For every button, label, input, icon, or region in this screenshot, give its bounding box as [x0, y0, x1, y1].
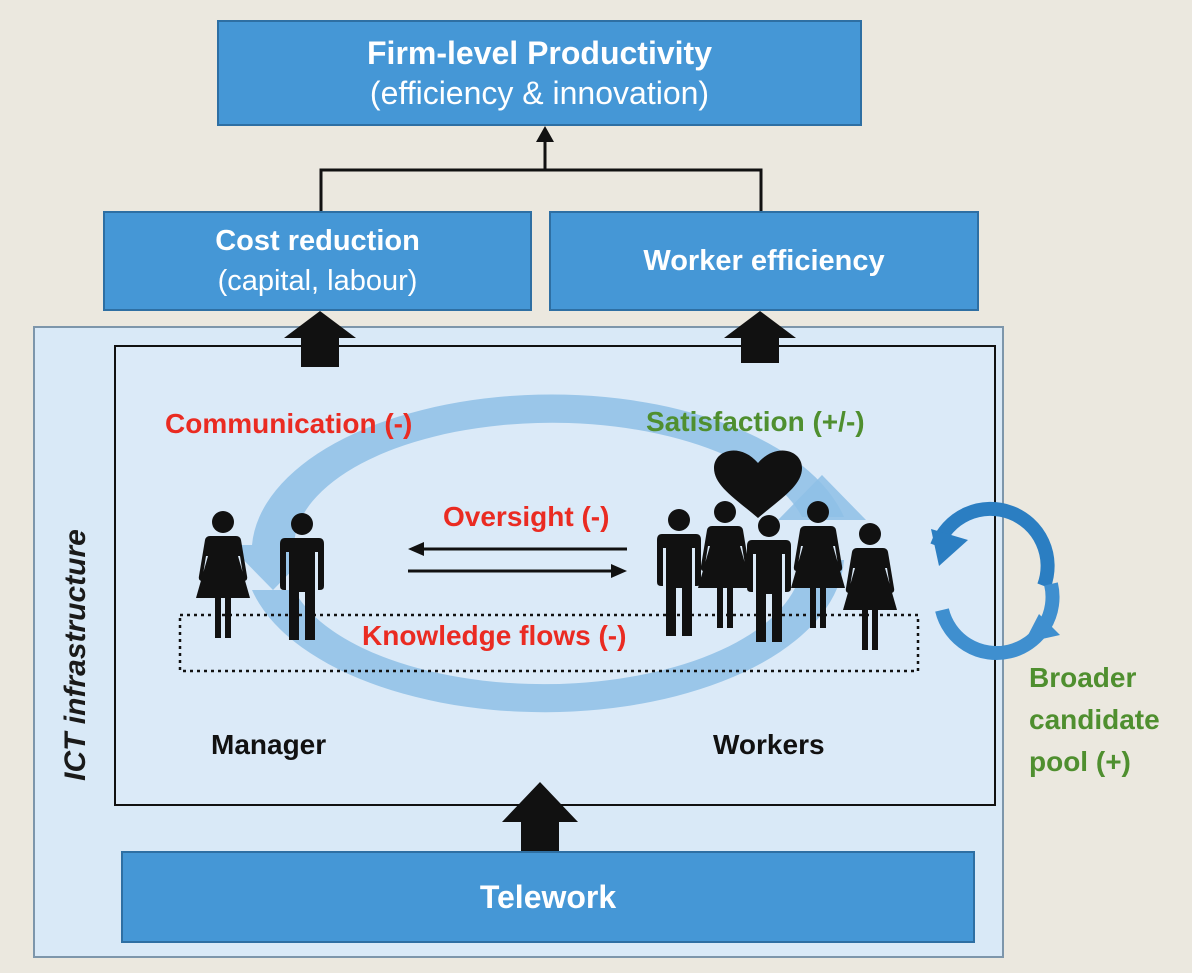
- worker-efficiency-title: Worker efficiency: [643, 245, 885, 277]
- oversight-label: Oversight (-): [443, 501, 610, 532]
- satisfaction-label: Satisfaction (+/-): [646, 406, 865, 437]
- firm-productivity-box: Firm-level Productivity (efficiency & in…: [217, 20, 862, 126]
- cost-reduction-subtitle: (capital, labour): [217, 265, 418, 297]
- firm-productivity-subtitle: (efficiency & innovation): [369, 75, 710, 111]
- heart-icon: [714, 450, 802, 518]
- cost-reduction-title: Cost reduction: [215, 225, 420, 257]
- connector-to-productivity: [319, 126, 763, 211]
- workers-figures-icon: [657, 501, 897, 650]
- broader-candidate-pool-label: Broader candidate pool (+): [1029, 662, 1160, 777]
- knowledge-flows-box: [178, 613, 920, 673]
- telework-box: Telework: [121, 851, 975, 943]
- communication-label: Communication (-): [165, 408, 413, 439]
- up-arrows: [284, 311, 796, 851]
- workers-label: Workers: [713, 729, 825, 760]
- knowledge-flows-label: Knowledge flows (-): [362, 620, 627, 651]
- firm-productivity-title: Firm-level Productivity: [367, 35, 712, 71]
- cost-reduction-box: Cost reduction (capital, labour): [103, 211, 532, 311]
- recruitment-cycle-icon: [930, 501, 1060, 660]
- oversight-arrows: [408, 542, 627, 578]
- ict-infrastructure-label: ICT infrastructure: [59, 529, 92, 781]
- telework-title: Telework: [479, 879, 617, 915]
- worker-efficiency-box: Worker efficiency: [549, 211, 979, 311]
- manager-label: Manager: [211, 729, 327, 760]
